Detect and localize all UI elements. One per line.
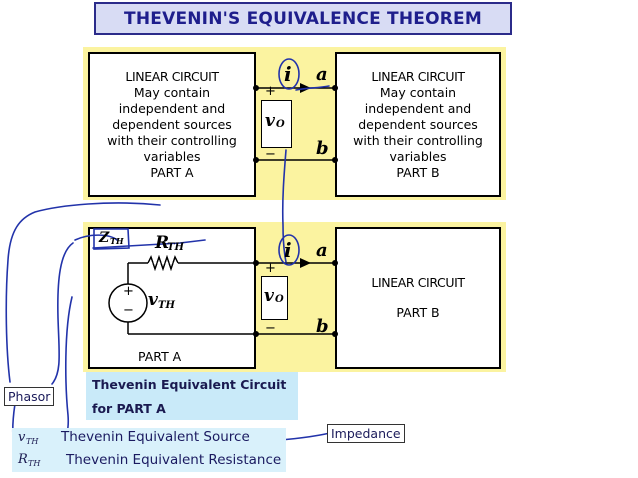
bottom-node-a-left (253, 260, 259, 266)
title-banner: THEVENIN'S EQUIVALENCE THEOREM (94, 2, 512, 35)
bottom-vo-symbol: v (264, 286, 274, 306)
bottom-plus-sign: + (265, 261, 276, 276)
bottom-node-b-left (253, 331, 259, 337)
bottom-node-b-label: b (316, 316, 329, 337)
ink-left-curve (5, 202, 161, 383)
legend-rth-symbol: R (18, 452, 28, 467)
bottom-node-a-right (332, 260, 338, 266)
source-plus: + (123, 284, 134, 299)
top-current-label: i (284, 62, 292, 86)
top-node-a-left (253, 85, 259, 91)
top-node-a-label: a (316, 64, 328, 85)
legend-box: v TH Thevenin Equivalent Source R TH The… (12, 428, 286, 472)
top-part-a-line-4: with their controlling (107, 132, 237, 148)
bottom-part-b-box: LINEAR CIRCUIT PART B (335, 227, 501, 369)
bottom-vo-box: v O (261, 276, 288, 320)
ink-circle-top-i (278, 58, 300, 90)
phasor-note: Phasor (4, 387, 55, 406)
legend-vth-subscript: TH (26, 437, 39, 446)
ink-phasor-link (74, 234, 118, 241)
impedance-note-text: Impedance (331, 426, 401, 441)
top-part-a-box: LINEAR CIRCUIT May contain independent a… (88, 52, 256, 197)
legend-vth-text: Thevenin Equivalent Source (61, 429, 250, 445)
top-part-b-line-4: with their controlling (353, 132, 483, 148)
phasor-note-text: Phasor (8, 389, 51, 404)
top-part-b-label: PART B (396, 164, 440, 180)
top-part-b-line-3: dependent sources (358, 116, 478, 132)
vth-symbol: v (148, 290, 158, 310)
ink-vertical-link (281, 149, 287, 263)
legend-vth-symbol: v (18, 430, 26, 445)
top-node-b-right (332, 157, 338, 163)
page-title: THEVENIN'S EQUIVALENCE THEOREM (124, 8, 482, 29)
top-part-a-line-1: May contain (133, 84, 211, 100)
top-node-b-label: b (316, 138, 329, 159)
top-vo-box: v O (261, 100, 292, 148)
top-part-a-heading: LINEAR CIRCUIT (125, 68, 219, 84)
rth-symbol: R (155, 233, 170, 253)
bottom-minus-sign: − (265, 321, 276, 336)
top-minus-sign: − (265, 147, 276, 162)
ink-phasor-loop (51, 242, 74, 385)
zth-symbol: Z (99, 230, 110, 246)
top-part-a-label: PART A (150, 164, 194, 180)
bottom-node-b-right (332, 331, 338, 337)
top-node-a-right (332, 85, 338, 91)
top-part-a-line-5: variables (143, 148, 201, 164)
top-part-b-heading: LINEAR CIRCUIT (371, 68, 465, 84)
bottom-node-a-label: a (316, 240, 328, 261)
legend-rth-subscript: TH (28, 459, 41, 468)
zth-subscript: TH (110, 236, 124, 246)
vth-source (108, 283, 148, 323)
top-part-a-line-2: independent and (118, 100, 226, 116)
ink-zth-box (93, 228, 130, 250)
ink-circle-bottom-i (278, 234, 300, 266)
top-vo-symbol: v (265, 111, 275, 131)
top-plus-sign: + (265, 84, 276, 99)
rth-subscript: TH (167, 242, 184, 253)
caption-line-2: for PART A (92, 401, 166, 416)
top-part-b-line-1: May contain (379, 84, 457, 100)
top-node-b-left (253, 157, 259, 163)
bottom-vo-subscript: O (275, 294, 284, 305)
impedance-note: Impedance (327, 424, 405, 443)
top-part-b-line-5: variables (389, 148, 447, 164)
bottom-part-b-label: PART B (396, 305, 440, 320)
top-part-b-line-2: independent and (364, 100, 472, 116)
top-part-b-box: LINEAR CIRCUIT May contain independent a… (335, 52, 501, 197)
bottom-current-label: i (284, 238, 292, 262)
bottom-part-a-label: PART A (138, 349, 182, 364)
bottom-part-b-heading: LINEAR CIRCUIT (371, 275, 465, 290)
bottom-current-arrow (300, 258, 311, 268)
top-vo-subscript: O (276, 119, 285, 130)
ink-zth-underline (92, 239, 206, 249)
caption-line-1: Thevenin Equivalent Circuit (92, 377, 287, 392)
legend-rth-text: Thevenin Equivalent Resistance (66, 452, 282, 468)
top-part-a-line-3: dependent sources (112, 116, 232, 132)
vth-subscript: TH (158, 300, 175, 311)
ink-arrow-top (295, 85, 330, 91)
caption-box: Thevenin Equivalent Circuit for PART A (86, 372, 298, 420)
source-minus: − (123, 303, 134, 318)
